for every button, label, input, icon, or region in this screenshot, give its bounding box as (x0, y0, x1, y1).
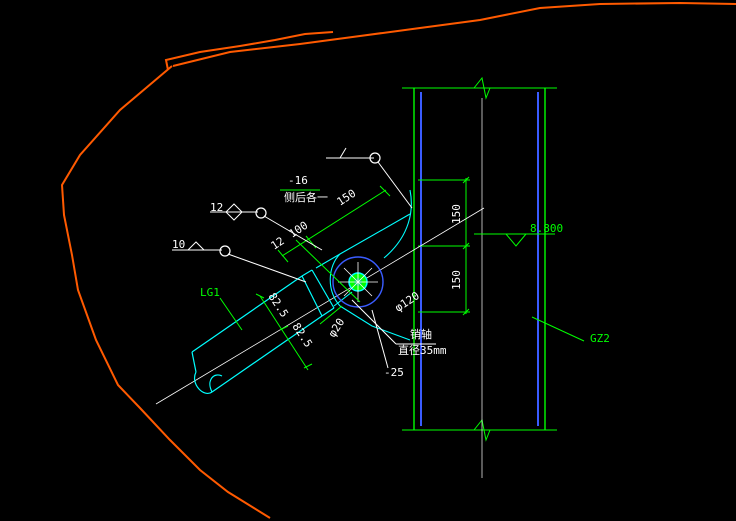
dim-150-vertical-bottom: 150 (450, 270, 463, 290)
dim-12: 12 (269, 234, 287, 252)
weld-symbol-circle-top (369, 152, 381, 164)
brace-centerline (155, 207, 485, 405)
brace-leader (219, 297, 243, 331)
dim-phi120: φ120 (393, 289, 422, 314)
column-label: GZ2 (590, 332, 610, 345)
brace-lg1 (191, 269, 335, 394)
pin-circle (332, 256, 384, 308)
elevation-mark (474, 233, 555, 247)
dim-phi20: φ20 (326, 316, 348, 340)
vertical-dimension (418, 176, 470, 316)
dim-150-diagonal: 150 (335, 187, 359, 209)
plate-25-label: -25 (384, 366, 404, 379)
dim-150-vertical-top: 150 (450, 204, 463, 224)
weld-10-label: 10 (172, 238, 185, 251)
elevation-label: 8.800 (530, 222, 563, 235)
weld-12-label: 12 (210, 201, 223, 214)
column-gz2 (402, 76, 557, 478)
gusset-plate (315, 189, 412, 341)
pin-label: 销轴 (410, 327, 432, 341)
dim-82-5-a: 82.5 (265, 291, 290, 320)
pin-diameter-label: 直径35mm (398, 343, 447, 357)
plate-note-label: 侧后各一 (284, 190, 328, 204)
brace-label: LG1 (200, 286, 220, 299)
weld-symbol-circle-10 (219, 245, 231, 257)
column-leader (531, 316, 585, 342)
revision-cloud (60, 1, 736, 519)
leader-lines (172, 147, 436, 369)
weld-symbol-circle-12 (255, 207, 267, 219)
plate-thickness-label: -16 (288, 174, 308, 187)
